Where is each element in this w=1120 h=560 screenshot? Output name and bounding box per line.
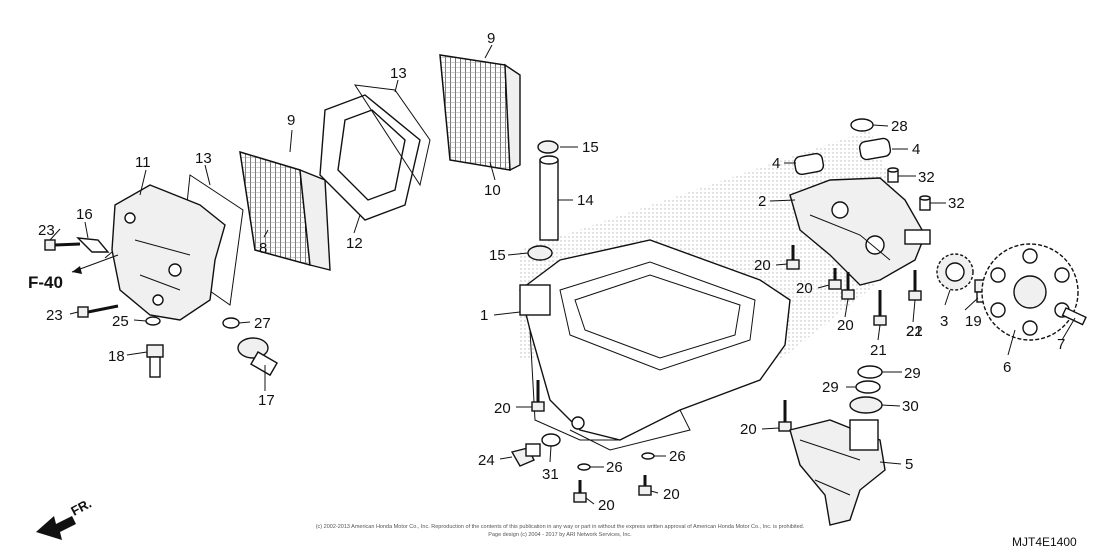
diagram-code: MJT4E1400 bbox=[1012, 535, 1077, 549]
part-label[interactable]: 22 bbox=[906, 323, 923, 340]
seal-30 bbox=[849, 396, 883, 414]
plug-17 bbox=[237, 337, 279, 377]
filter-element-8 bbox=[239, 150, 331, 271]
bolt-20-c bbox=[573, 480, 587, 503]
bolt-20-d bbox=[638, 475, 652, 496]
part-label[interactable]: 32 bbox=[918, 169, 935, 186]
bolt-22-a bbox=[873, 290, 887, 326]
part-label[interactable]: 20 bbox=[837, 317, 854, 334]
reference-arrow-icon bbox=[71, 254, 119, 274]
part-label[interactable]: 20 bbox=[663, 486, 680, 503]
front-arrow-icon bbox=[36, 516, 76, 540]
part-label[interactable]: 31 bbox=[542, 466, 559, 483]
washer-25 bbox=[145, 316, 161, 326]
pipe-14 bbox=[539, 155, 559, 241]
leader-lines bbox=[49, 44, 1076, 505]
part-label[interactable]: 9 bbox=[487, 30, 495, 47]
part-label[interactable]: 23 bbox=[46, 307, 63, 324]
bolt-20-b bbox=[778, 400, 792, 432]
part-label[interactable]: 29 bbox=[904, 365, 921, 382]
bolt-20-e bbox=[828, 268, 842, 290]
part-label[interactable]: 2 bbox=[758, 193, 766, 210]
part-labels: 1 2 3 4 4 5 6 7 8 9 9 10 11 12 13 13 14 … bbox=[38, 30, 1065, 514]
part-label[interactable]: 20 bbox=[740, 421, 757, 438]
part-label[interactable]: 20 bbox=[754, 257, 771, 274]
seal-15-top bbox=[537, 140, 559, 154]
part-label[interactable]: 9 bbox=[287, 112, 295, 129]
cap-32-top bbox=[887, 167, 899, 183]
part-label[interactable]: 16 bbox=[76, 206, 93, 223]
part-label[interactable]: 30 bbox=[902, 398, 919, 415]
o-ring-29-bottom bbox=[855, 380, 881, 394]
part-label[interactable]: 13 bbox=[195, 150, 212, 167]
part-label[interactable]: 24 bbox=[478, 452, 495, 469]
washer-31 bbox=[541, 433, 561, 447]
front-label: FR. bbox=[68, 496, 94, 519]
sprocket-6 bbox=[981, 243, 1079, 341]
part-label[interactable]: 1 bbox=[480, 307, 488, 324]
drain-bolt-24 bbox=[510, 443, 541, 467]
clip-26-right bbox=[641, 452, 655, 460]
sensor-18 bbox=[146, 344, 164, 378]
part-label[interactable]: 4 bbox=[912, 141, 920, 158]
filter-cover-11 bbox=[111, 184, 226, 321]
part-label[interactable]: 25 bbox=[112, 313, 129, 330]
oil-pump-2 bbox=[789, 177, 931, 286]
o-ring-29-top bbox=[857, 365, 883, 379]
reference-label[interactable]: F-40 bbox=[28, 273, 63, 292]
oil-pan-1 bbox=[519, 239, 791, 451]
pin-7 bbox=[1061, 307, 1087, 326]
gasket-4-left bbox=[793, 152, 825, 176]
part-label[interactable]: 23 bbox=[38, 222, 55, 239]
part-label[interactable]: 5 bbox=[905, 456, 913, 473]
part-label[interactable]: 3 bbox=[940, 313, 948, 330]
part-label[interactable]: 14 bbox=[577, 192, 594, 209]
part-label[interactable]: 19 bbox=[965, 313, 982, 330]
seal-13-right bbox=[353, 84, 431, 187]
part-label[interactable]: 15 bbox=[582, 139, 599, 156]
part-label[interactable]: 21 bbox=[870, 342, 887, 359]
copyright-line-2: Page design (c) 2004 - 2017 by ARI Netwo… bbox=[488, 532, 632, 538]
o-ring-28 bbox=[850, 118, 874, 132]
o-ring-27 bbox=[222, 317, 240, 329]
part-label[interactable]: 11 bbox=[135, 154, 151, 171]
clip-16 bbox=[76, 237, 110, 253]
clip-26-left bbox=[577, 463, 591, 471]
part-label[interactable]: 4 bbox=[772, 155, 780, 172]
bolt-22-b bbox=[908, 270, 922, 301]
gasket-4-right bbox=[858, 137, 892, 161]
part-label[interactable]: 8 bbox=[259, 240, 267, 257]
part-label[interactable]: 18 bbox=[108, 348, 125, 365]
part-label[interactable]: 28 bbox=[891, 118, 908, 135]
strainer-5 bbox=[789, 419, 886, 526]
part-label[interactable]: 32 bbox=[948, 195, 965, 212]
part-label[interactable]: 7 bbox=[1057, 336, 1065, 353]
part-label[interactable]: 21 bbox=[906, 323, 923, 340]
sprocket-3 bbox=[936, 253, 974, 291]
part-label[interactable]: 6 bbox=[1003, 359, 1011, 376]
seal-15-bottom bbox=[527, 245, 553, 261]
part-label[interactable]: 17 bbox=[258, 392, 275, 409]
part-label[interactable]: 20 bbox=[598, 497, 615, 514]
part-label[interactable]: 10 bbox=[484, 182, 501, 199]
part-label[interactable]: 27 bbox=[254, 315, 271, 332]
part-label[interactable]: 12 bbox=[346, 235, 363, 252]
part-label[interactable]: 26 bbox=[669, 448, 686, 465]
part-label[interactable]: 20 bbox=[494, 400, 511, 417]
part-label[interactable]: 20 bbox=[796, 280, 813, 297]
bolt-23-top bbox=[44, 239, 81, 251]
part-label[interactable]: 29 bbox=[822, 379, 839, 396]
filter-frame-12 bbox=[319, 94, 421, 221]
copyright-line-1: (c) 2002-2013 American Honda Motor Co., … bbox=[316, 524, 805, 530]
filter-element-10 bbox=[439, 54, 521, 172]
part-label[interactable]: 26 bbox=[606, 459, 623, 476]
part-label[interactable]: 13 bbox=[390, 65, 407, 82]
part-label[interactable]: 15 bbox=[489, 247, 506, 264]
cap-32-bottom bbox=[919, 195, 931, 211]
